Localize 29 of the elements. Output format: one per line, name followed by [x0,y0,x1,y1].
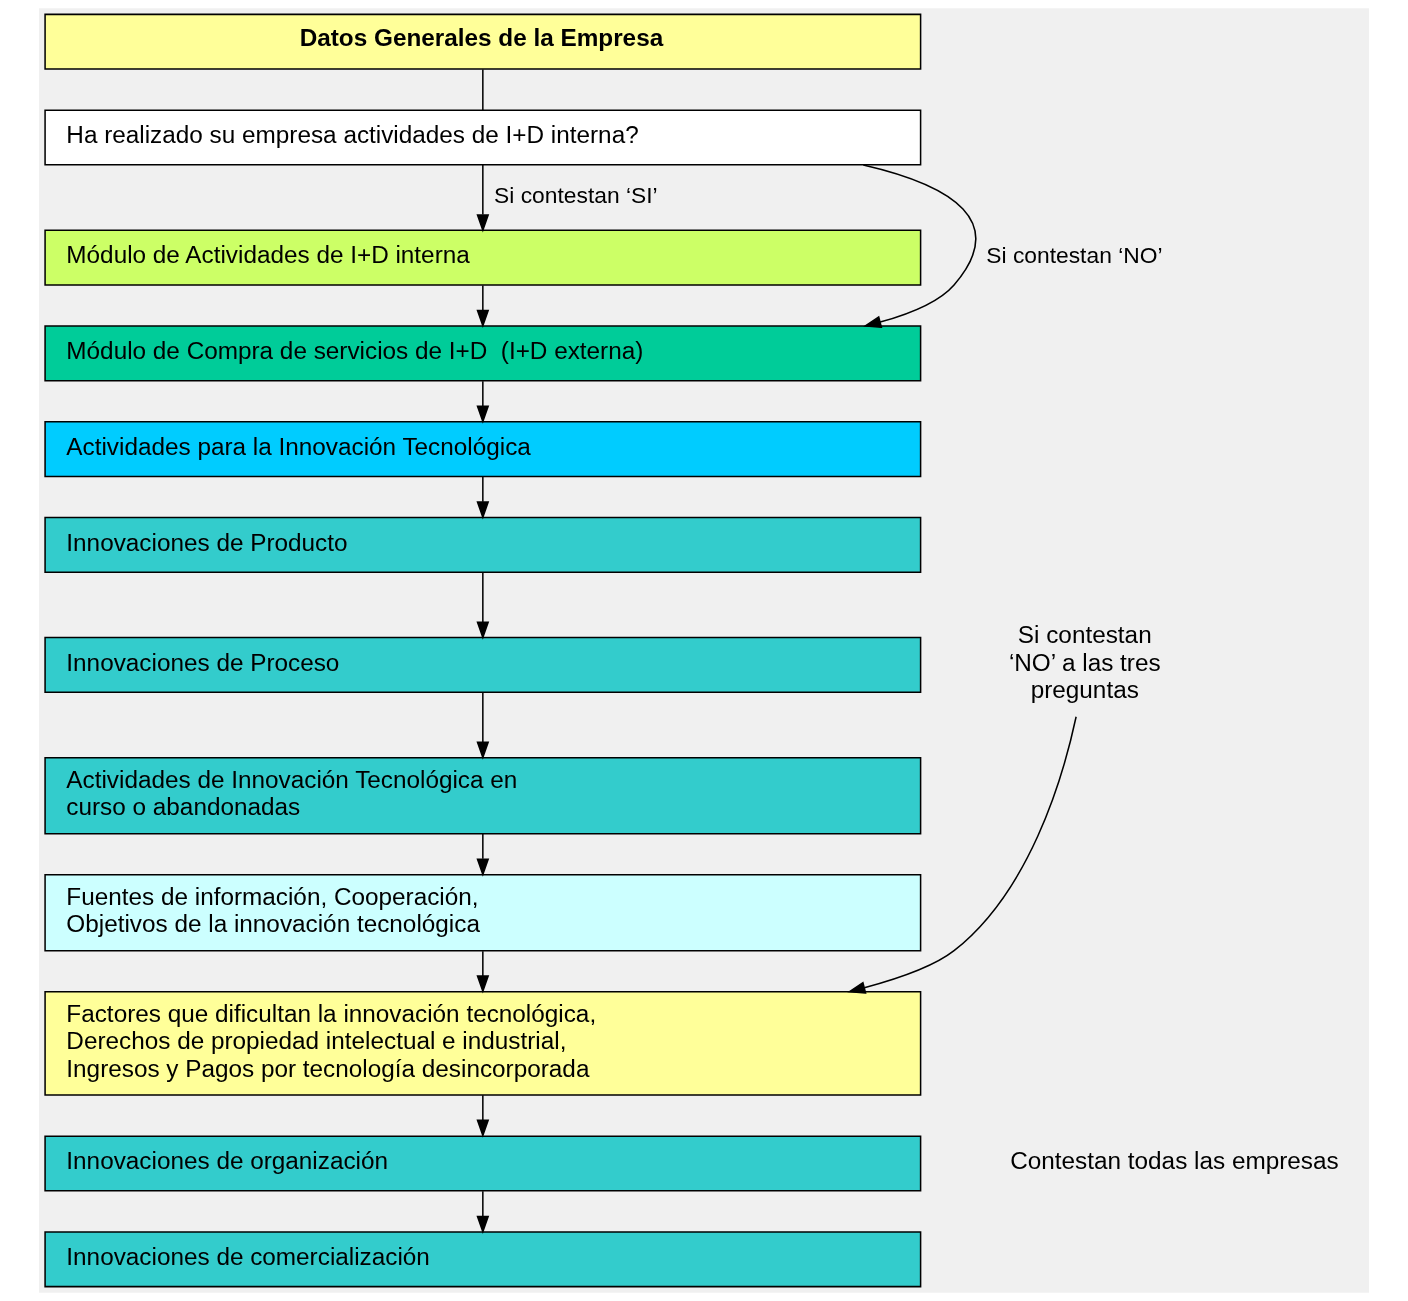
edge-label: Si contestan ‘SI’ [494,181,657,208]
arrow [476,692,490,760]
arrow [476,833,490,877]
arrow [476,476,490,520]
arrow [476,1094,490,1138]
node-box: Innovaciones de Producto [44,516,922,573]
node-box: Datos Generales de la Empresa [44,13,922,70]
arrow [847,716,1077,994]
node-box: Ha realizado su empresa actividades de I+D interna? [44,109,922,166]
arrow [862,164,977,329]
node-box: Innovaciones de comercialización [44,1231,922,1288]
label: Contestan todas las empresas [1010,1147,1339,1175]
node-text: Si contestan ‘NO’ a las tres preguntas [1008,621,1161,704]
arrow [476,164,490,233]
node-box: Actividades para la Innovación Tecnológica [44,421,922,478]
connector [482,68,484,111]
arrow [476,284,490,329]
node-box: Módulo de Compra de servicios de I+D (I+D externa) [44,325,922,382]
arrow [476,1190,490,1234]
arrow [476,380,490,424]
node-box: Actividades de Innovación Tecnológica en curso o abandonadas [44,756,922,835]
arrow [476,950,490,994]
node-box: Módulo de Actividades de I+D interna [44,229,922,286]
node-box: Factores que dificultan la innovación tecnológica, Derechos de propiedad intelectual e industrial, Ingresos y Pagos por tecnología desincorporada [44,991,922,1096]
node-box: Innovaciones de organización [44,1135,922,1192]
edge-label: Si contestan ‘NO’ [986,241,1162,268]
node-box: Fuentes de información, Cooperación, Objetivos de la innovación tecnológica [44,873,922,952]
arrow [476,571,490,640]
node-box: Innovaciones de Proceso [44,636,922,694]
